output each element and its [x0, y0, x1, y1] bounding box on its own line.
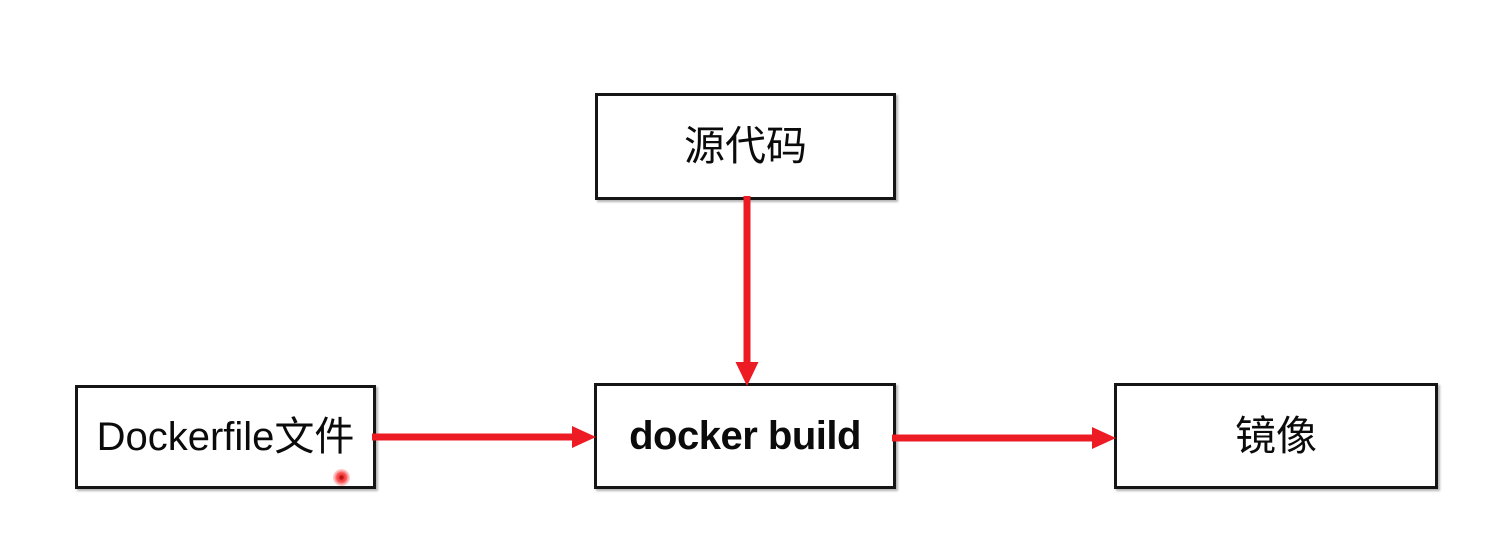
node-docker-build-label: docker build: [629, 414, 861, 458]
node-image-label: 镜像: [1235, 412, 1317, 459]
node-source-code[interactable]: 源代码: [595, 93, 896, 200]
node-dockerfile[interactable]: Dockerfile文件: [75, 385, 376, 489]
arrow-docker-build-to-image: [892, 427, 1116, 449]
arrowhead-right-icon: [1092, 427, 1116, 449]
arrow-source-code-to-docker-build: [735, 196, 759, 386]
node-image[interactable]: 镜像: [1114, 383, 1438, 489]
cursor-dot-marker: [333, 469, 350, 486]
arrowhead-right-icon: [572, 426, 596, 448]
node-source-code-label: 源代码: [684, 123, 807, 169]
node-docker-build[interactable]: docker build: [594, 383, 896, 489]
arrow-dockerfile-to-docker-build: [372, 426, 596, 448]
arrowhead-down-icon: [735, 362, 759, 386]
node-dockerfile-label: Dockerfile文件: [96, 415, 355, 459]
